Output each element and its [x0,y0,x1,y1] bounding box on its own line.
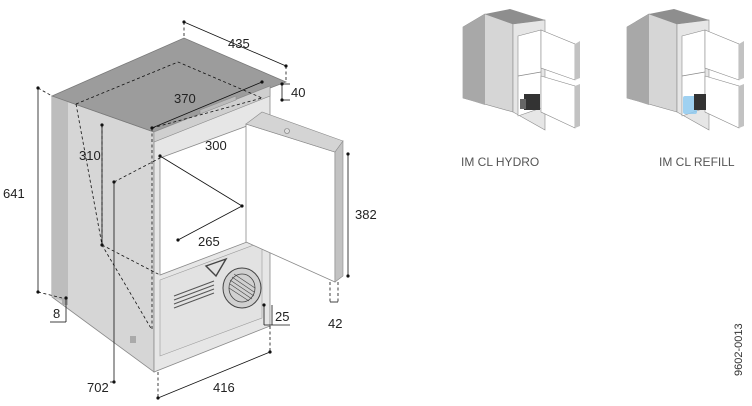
refill-module-icon [694,94,706,110]
dim-width-top: 435 [228,36,250,51]
foot-left [62,298,68,305]
dim-front-width: 416 [213,380,235,395]
brand-logo-icon [204,257,228,278]
vent-grille [173,280,215,309]
dim-interior-depth-bottom: 265 [198,234,220,249]
fridge-side-strip [52,96,68,303]
fan-icon [222,267,262,309]
drawing-code: 9602-0013 [733,323,745,376]
variant-refill-illustration [626,9,744,131]
refill-tank-icon [683,96,697,114]
dim-interior-width-mid: 300 [205,138,227,153]
dim-total-height: 641 [3,186,25,201]
fridge-handle-slot [199,95,237,115]
hydro-module-icon [524,94,540,110]
dim-door-height: 382 [355,207,377,222]
variant-hydro-illustration [462,9,580,131]
fridge-top-face [50,37,288,133]
dim-overall-depth: 702 [87,380,109,395]
dim-front-offset: 25 [275,309,289,324]
dim-interior-height: 310 [79,148,101,163]
dim-interior-width-top: 370 [174,91,196,106]
dimension-lines [36,20,350,400]
dim-foot-height: 8 [53,306,60,321]
variant-hydro-label: IM CL HYDRO [461,155,539,169]
fridge-door-side [334,140,344,283]
foot-right [130,336,136,343]
door-hinge-icon [284,128,290,134]
variant-refill-label: IM CL REFILL [659,155,735,169]
dim-depth-top: 40 [291,85,305,100]
dim-door-thickness: 42 [328,316,342,331]
fridge-unit-illustration [50,37,344,373]
